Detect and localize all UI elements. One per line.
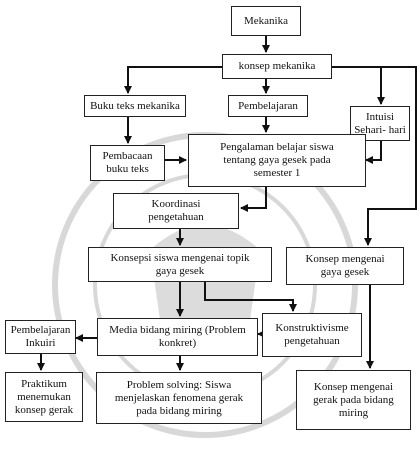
node-konstruktivisme: Konstruktivisme pengetahuan <box>262 313 362 357</box>
node-pembacaan: Pembacaan buku teks <box>90 145 165 181</box>
node-buku-teks: Buku teks mekanika <box>84 95 186 117</box>
node-praktikum-label: Praktikum menemukan konsep gerak <box>14 377 74 416</box>
node-konstruktivisme-label: Konstruktivisme pengetahuan <box>275 322 349 347</box>
node-pembacaan-label: Pembacaan buku teks <box>102 150 153 175</box>
node-pembelajaran-label: Pembelajaran <box>238 99 298 112</box>
node-praktikum: Praktikum menemukan konsep gerak <box>5 372 83 422</box>
node-intuisi-label: Intuisi Sehari- hari <box>354 111 406 136</box>
node-konsep-gerak-label: Konsep mengenai gerak pada bidang miring <box>313 380 394 419</box>
node-pengalaman: Pengalaman belajar siswa tentang gaya ge… <box>188 134 366 187</box>
edge-konsep-gaya-gesek <box>332 66 417 246</box>
node-pengalaman-label: Pengalaman belajar siswa tentang gaya ge… <box>220 141 334 179</box>
node-konsep-gaya-gesek-label: Konsep mengenai gaya gesek <box>305 253 385 278</box>
edge-pengalaman-koordinasi <box>240 187 267 212</box>
node-konsepsi-label: Konsepsi siswa mengenai topik gaya gesek <box>110 251 250 277</box>
node-pembelajaran-inkuiri-label: Pembelajaran Inkuiri <box>10 324 71 349</box>
node-koordinasi-label: Koordinasi pengetahuan <box>148 198 204 223</box>
node-pembelajaran: Pembelajaran <box>228 95 308 117</box>
node-koordinasi: Koordinasi pengetahuan <box>113 193 239 229</box>
node-media-label: Media bidang miring (Problem konkret) <box>109 324 246 349</box>
node-buku-teks-label: Buku teks mekanika <box>90 99 180 112</box>
node-konsepsi: Konsepsi siswa mengenai topik gaya gesek <box>88 247 272 282</box>
node-mekanika: Mekanika <box>231 6 301 36</box>
node-media: Media bidang miring (Problem konkret) <box>97 318 258 356</box>
edge-konsepsi-konstruktivisme <box>204 282 297 312</box>
edge-intuisi-pengalaman <box>365 141 382 164</box>
node-konsep-gaya-gesek: Konsep mengenai gaya gesek <box>286 247 404 285</box>
edge-konsep-buku <box>124 66 222 94</box>
node-problem-solving: Problem solving: Siswa menjelaskan fenom… <box>96 372 262 424</box>
node-pembelajaran-inkuiri: Pembelajaran Inkuiri <box>5 320 76 354</box>
node-mekanika-label: Mekanika <box>244 14 288 27</box>
node-problem-solving-label: Problem solving: Siswa menjelaskan fenom… <box>114 378 244 417</box>
node-konsep-mekanika-label: konsep mekanika <box>238 60 316 72</box>
node-konsep-mekanika: konsep mekanika <box>222 54 332 79</box>
node-konsep-gerak: Konsep mengenai gerak pada bidang miring <box>296 370 411 430</box>
edge-konsep-intuisi <box>332 66 385 105</box>
